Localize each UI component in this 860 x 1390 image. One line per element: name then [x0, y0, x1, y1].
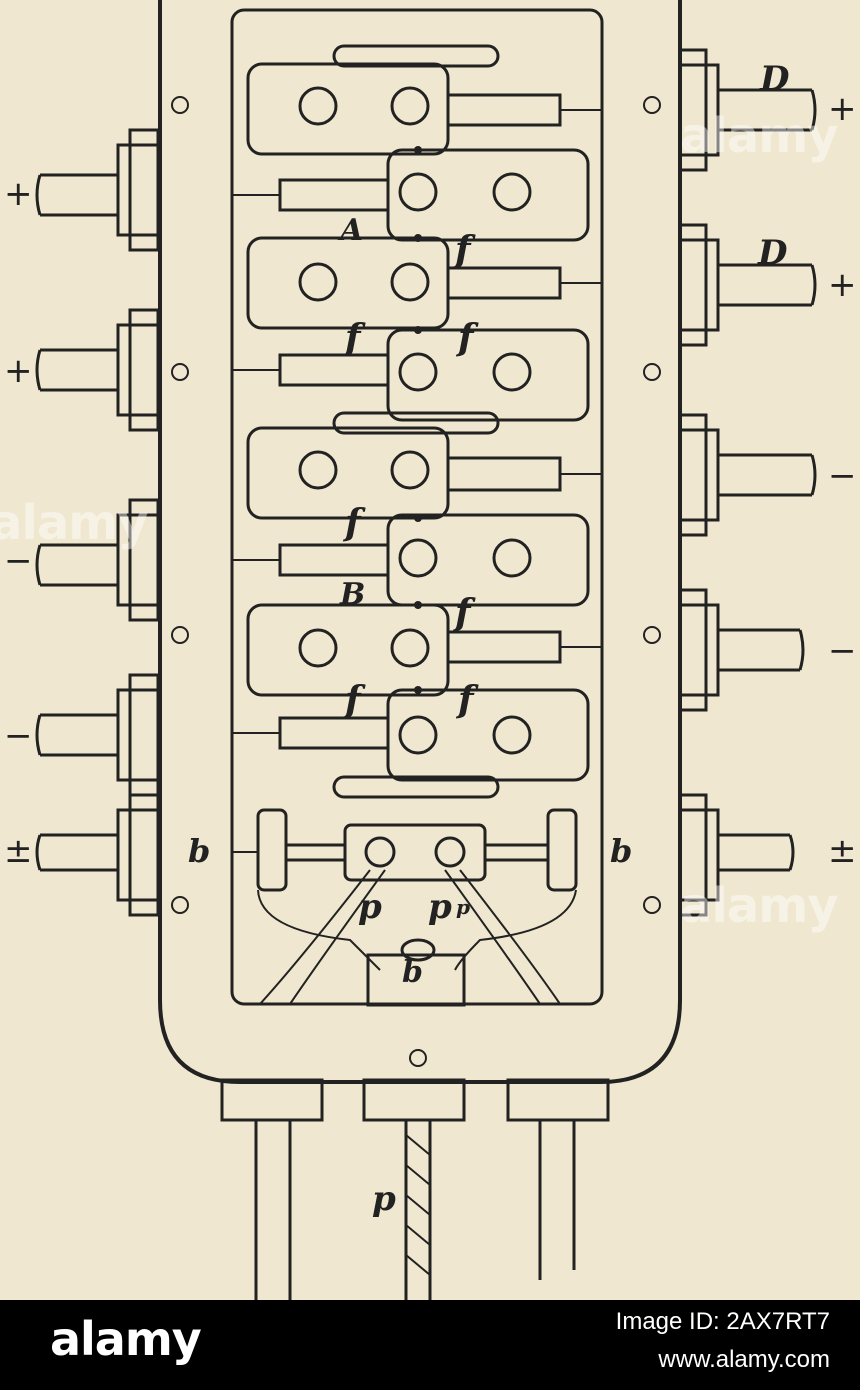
lead-wire [232, 194, 280, 853]
fuse-block-left-1 [246, 62, 562, 156]
mounting-hole [171, 96, 189, 114]
label-p: p [358, 887, 382, 927]
sign-right-5: ± [828, 831, 857, 871]
image-id-text: Image ID: 2AX7RT7 [615, 1308, 830, 1335]
right-gland-4 [678, 588, 805, 712]
right-gland-5 [678, 793, 795, 917]
left-gland-4 [35, 673, 160, 797]
sign-left-2: + [4, 351, 33, 391]
fuse-box-diagram: A B D D f f f f f f f b b b p p p p + + … [4, 0, 857, 1300]
sign-left-3: − [4, 541, 33, 581]
watermark-text: alamy [0, 495, 149, 551]
sign-right-4: − [828, 631, 857, 671]
fuse-block-right-3 [278, 513, 590, 607]
outer-enclosure [158, 0, 682, 1084]
label-p-small: p [456, 895, 470, 919]
watermark-text: alamy [680, 878, 839, 934]
label-p: p [428, 887, 452, 927]
sign-right-2: + [828, 265, 857, 305]
mounting-hole [171, 363, 189, 381]
fuse-block-left-4 [246, 603, 562, 697]
right-gland-1 [678, 48, 817, 172]
mounting-hole [643, 896, 661, 914]
label-f: f [455, 679, 479, 721]
fuse-block-left-2 [246, 236, 562, 330]
sign-left-1: + [4, 174, 33, 214]
bus-bar-bottom [332, 775, 500, 799]
label-d-mid: D [757, 233, 788, 273]
bus-bar-top [332, 44, 500, 68]
right-gland-2 [678, 223, 817, 347]
label-a: A [337, 213, 363, 248]
left-gland-2 [35, 308, 160, 432]
label-f: f [452, 592, 476, 634]
sign-right-1: + [828, 89, 857, 129]
right-gland-3 [678, 413, 817, 537]
fuse-block-right-4 [278, 688, 590, 782]
sign-left-5: ± [4, 831, 33, 871]
left-gland-5 [35, 793, 160, 917]
watermark-text: alamy [680, 108, 839, 164]
pilot-wires [257, 869, 577, 1005]
label-b-right: b [610, 832, 632, 870]
label-f: f [342, 679, 366, 721]
label-f: f [342, 317, 366, 359]
brand-logo: alamy [50, 1312, 202, 1366]
sign-left-4: − [4, 716, 33, 756]
label-p-cable: p [372, 1179, 396, 1219]
mounting-hole [171, 896, 189, 914]
diagram-canvas: A B D D f f f f f f f b b b p p p p + + … [0, 0, 857, 1300]
mounting-hole [643, 363, 661, 381]
sign-right-3: − [828, 456, 857, 496]
mounting-hole [409, 1049, 427, 1067]
left-gland-1 [35, 128, 160, 252]
terminal-block [256, 808, 578, 1007]
stock-footer: alamy Image ID: 2AX7RT7 www.alamy.com [0, 1300, 860, 1390]
label-d-top: D [759, 59, 790, 99]
bottom-gland-right [506, 1078, 610, 1280]
label-f: f [455, 317, 479, 359]
label-b-bottom: b [402, 955, 423, 990]
fuse-block-right-1 [278, 148, 590, 242]
site-url[interactable]: www.alamy.com [658, 1346, 830, 1373]
label-f: f [342, 502, 366, 544]
bottom-gland-left [220, 1078, 324, 1300]
mounting-hole [643, 96, 661, 114]
fuse-block-right-2 [278, 328, 590, 422]
mounting-hole [643, 626, 661, 644]
bus-bar-middle [332, 411, 500, 435]
label-f: f [452, 229, 476, 271]
label-b: B [339, 577, 365, 612]
bottom-gland-center [362, 1078, 466, 1300]
label-b-left: b [188, 832, 210, 870]
lead-wire [560, 109, 602, 648]
fuse-block-left-3 [246, 426, 562, 520]
mounting-hole [171, 626, 189, 644]
left-gland-3 [35, 498, 160, 622]
